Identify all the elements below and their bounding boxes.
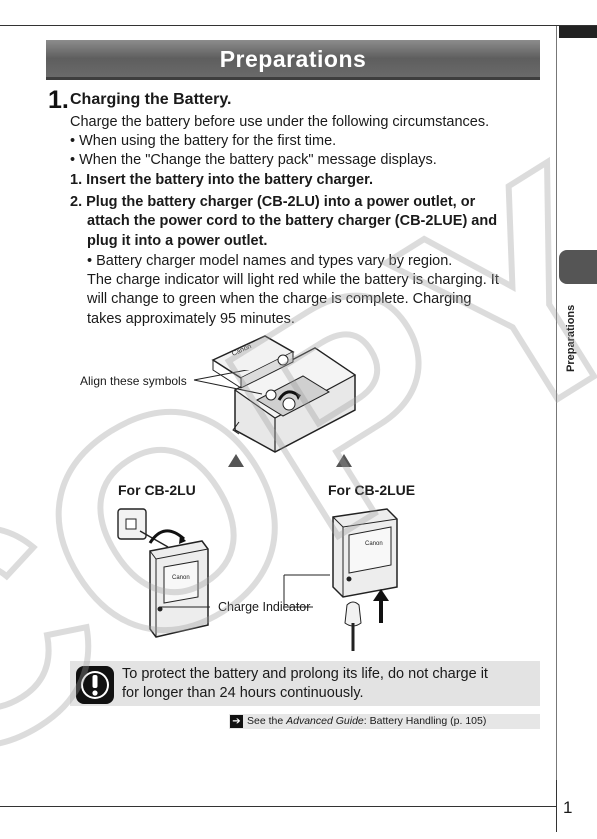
reference-link[interactable]: See the Advanced Guide: Battery Handling…	[247, 715, 486, 728]
instruction-2-line-2: attach the power cord to the battery cha…	[87, 213, 498, 229]
instruction-1: 1. Insert the battery into the battery c…	[70, 172, 373, 188]
charger-left-brand: Canon	[172, 575, 190, 581]
arrow-to-right-charger-icon	[336, 454, 352, 467]
page-number-rule	[556, 780, 557, 832]
charge-line-3: takes approximately 95 minutes.	[87, 311, 295, 327]
bottom-rule	[0, 806, 556, 807]
sub-bullet-region: • Battery charger model names and types …	[87, 253, 453, 269]
bullet-change-message: • When the "Change the battery pack" mes…	[70, 152, 437, 168]
side-rule	[556, 26, 557, 796]
caution-text: To protect the battery and prolong its l…	[122, 665, 532, 703]
warning-icon	[76, 666, 114, 704]
instruction-2-line-1: 2. Plug the battery charger (CB-2LU) int…	[70, 194, 476, 210]
reference-bar	[229, 714, 540, 729]
arrow-right-icon: ➔	[230, 715, 243, 728]
for-cb-2lu-label: For CB-2LU	[118, 482, 196, 498]
caution-line-2: for longer than 24 hours continuously.	[122, 685, 364, 701]
instruction-2-line-3: plug it into a power outlet.	[87, 233, 268, 249]
charge-indicator-label: Charge Indicator	[218, 600, 311, 614]
caution-note	[70, 661, 540, 706]
charger-right-brand: Canon	[365, 541, 383, 547]
charge-line-2: will change to green when the charge is …	[87, 291, 472, 307]
charger-cb-2lue-illustration: Canon	[332, 508, 398, 651]
step-number: 1.	[48, 86, 69, 114]
align-symbols-label: Align these symbols	[80, 374, 187, 388]
charge-line-1: The charge indicator will light red whil…	[87, 272, 499, 288]
side-tab-label: Preparations	[565, 304, 577, 372]
step-title: Charging the Battery.	[70, 91, 232, 108]
intro-text: Charge the battery before use under the …	[70, 114, 490, 130]
section-banner: Preparations	[46, 40, 540, 80]
charge-indicator-leaders	[160, 574, 330, 608]
for-cb-2lue-label: For CB-2LUE	[328, 482, 416, 498]
arrow-to-left-charger-icon	[228, 454, 244, 467]
reference-guide: Advanced Guide	[286, 715, 364, 727]
side-tab	[559, 250, 597, 284]
section-title: Preparations	[219, 46, 367, 72]
page-number: 1	[563, 798, 573, 817]
top-rule	[0, 25, 597, 26]
reference-suffix: : Battery Handling (p. 105)	[363, 715, 487, 727]
corner-tab	[559, 26, 597, 38]
align-leader-lines	[193, 370, 263, 395]
charger-with-battery-illustration: Canon	[211, 335, 357, 453]
bullet-first-use: • When using the battery for the first t…	[70, 133, 337, 149]
reference-prefix: See the	[247, 715, 287, 727]
caution-line-1: To protect the battery and prolong its l…	[122, 666, 488, 682]
charger-cb-2lu-illustration: Canon	[117, 508, 209, 638]
